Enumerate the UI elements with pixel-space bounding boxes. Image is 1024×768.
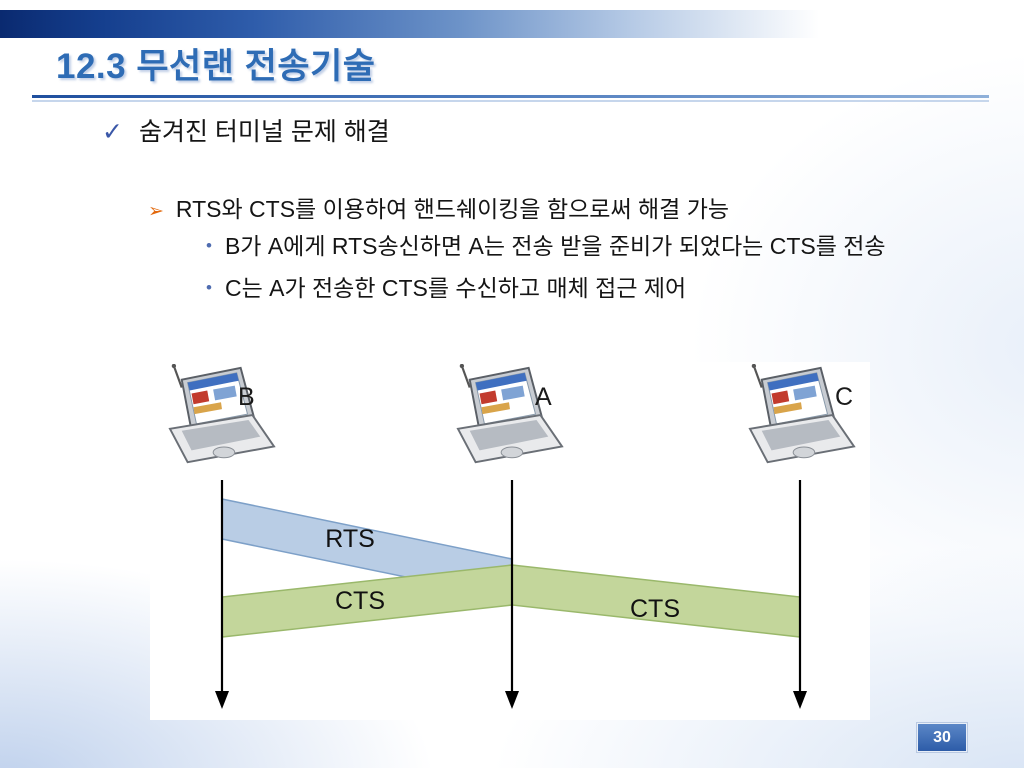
title-underline — [32, 95, 989, 102]
list-item-text: B가 A에게 RTS송신하면 A는 전송 받을 준비가 되었다는 CTS를 전송 — [224, 233, 886, 259]
bullet-level1: ✓ 숨겨진 터미널 문제 해결 — [102, 112, 390, 148]
arrowhead-c-icon — [793, 691, 807, 709]
list-item: • C는 A가 전송한 CTS를 수신하고 매체 접근 제어 — [206, 273, 926, 304]
node-label-c: C — [835, 383, 853, 411]
bullet-level1-text: 숨겨진 터미널 문제 해결 — [138, 118, 390, 146]
bullet-level2: ➢ RTS와 CTS를 이용하여 핸드쉐이킹을 함으로써 해결 가능 — [148, 190, 729, 224]
dot-bullet-icon: • — [206, 236, 212, 255]
list-item-text: C는 A가 전송한 CTS를 수신하고 매체 접근 제어 — [224, 274, 687, 301]
arrow-bullet-icon: ➢ — [148, 201, 164, 222]
bullet-level2-text: RTS와 CTS를 이용하여 핸드쉐이킹을 함으로써 해결 가능 — [175, 196, 730, 222]
page-number-badge: 30 — [917, 723, 967, 752]
arrowhead-a-icon — [505, 691, 519, 709]
dot-bullet-icon: • — [206, 277, 212, 297]
top-accent-bar — [0, 10, 1024, 38]
arrowhead-b-icon — [215, 691, 229, 709]
check-icon: ✓ — [102, 118, 123, 146]
node-label-b: B — [238, 383, 255, 411]
title-underline-dark — [32, 95, 989, 98]
page-title: 12.3 무선랜 전송기술 — [56, 47, 376, 86]
node-label-a: A — [535, 383, 552, 411]
bullet-list-level3: • B가 A에게 RTS송신하면 A는 전송 받을 준비가 되었다는 CTS를 … — [206, 231, 926, 314]
title-underline-light — [32, 100, 989, 102]
cts-band-right-label: CTS — [630, 595, 680, 623]
cts-band-left-label: CTS — [335, 587, 385, 615]
list-item: • B가 A에게 RTS송신하면 A는 전송 받을 준비가 되었다는 CTS를 … — [206, 231, 926, 262]
rts-band-label: RTS — [325, 525, 375, 553]
rts-cts-diagram: B A C RTS CTS CTS — [150, 362, 870, 720]
